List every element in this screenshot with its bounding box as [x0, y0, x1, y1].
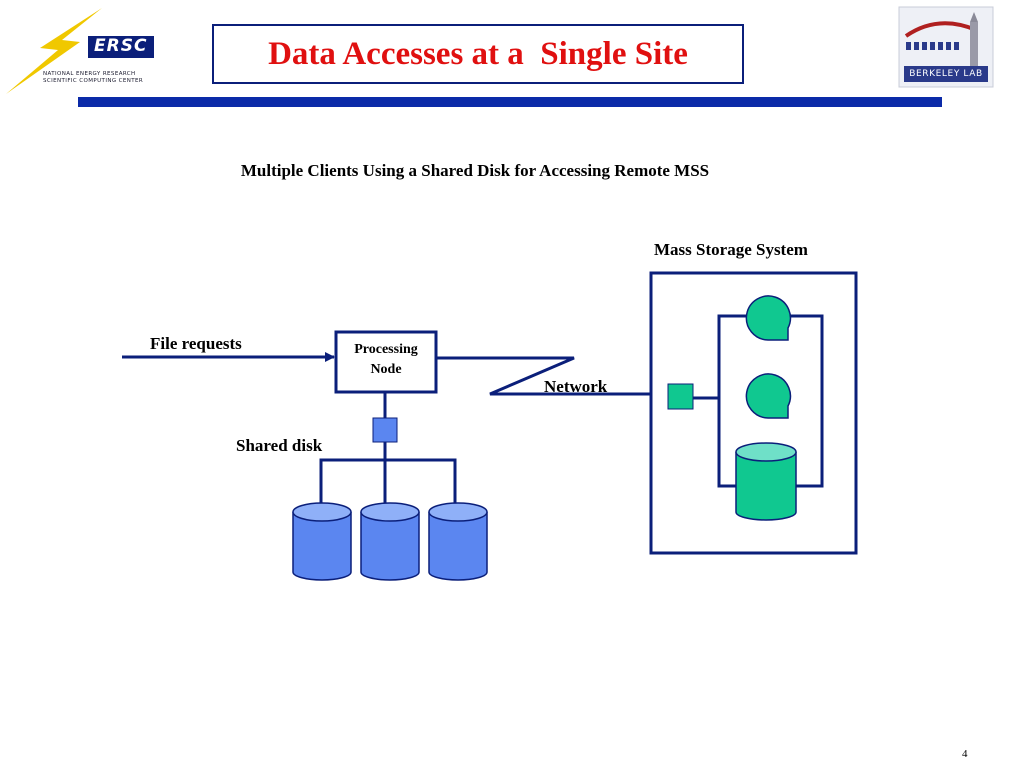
nersc-logo [6, 8, 154, 94]
nersc-wordmark: ERSC [60, 36, 147, 56]
disk-bus [319, 458, 457, 504]
header-rule [78, 97, 942, 107]
file-requests-label: File requests [150, 334, 242, 353]
nersc-caption-line2: SCIENTIFIC COMPUTING CENTER [43, 78, 144, 84]
nersc-badge [88, 36, 154, 58]
diagram-subtitle: Multiple Clients Using a Shared Disk for… [240, 161, 710, 180]
nersc-caption-line1: NATIONAL ENERGY RESEARCH [43, 71, 136, 77]
shared-disk-3 [428, 502, 488, 581]
network-label: Network [544, 377, 608, 396]
nersc-wordmark-text: ERSC [94, 36, 148, 56]
mss-disk [735, 442, 797, 521]
processing-node-line1: Processing [354, 342, 418, 357]
nersc-caption: NATIONAL ENERGY RESEARCH SCIENTIFIC COMP… [43, 71, 143, 85]
shared-disk-1 [292, 502, 352, 581]
disk-controller-box [372, 417, 398, 443]
campanile-icon [970, 12, 978, 66]
page-title: Data Accesses at a Single Site [268, 35, 688, 72]
network-link [436, 356, 669, 399]
mss-network-adapter [667, 383, 694, 410]
berkeley-arc [904, 21, 977, 38]
processing-node-box [334, 330, 438, 394]
title-box: Data Accesses at a Single Site [212, 24, 744, 84]
processing-node-line2: Node [370, 362, 402, 377]
shared-disk-label: Shared disk [236, 436, 323, 455]
mss-label: Mass Storage System [654, 240, 808, 259]
berkeley-lab-wordmark: BERKELEY LAB [909, 69, 983, 79]
processing-node-label: Processing Node [336, 340, 436, 380]
berkeley-lab-logo [898, 6, 994, 88]
tape-drive-1-icon [745, 295, 792, 341]
page-number: 4 [962, 748, 968, 760]
shared-disk-2 [360, 502, 420, 581]
tape-drive-2-icon [745, 373, 792, 419]
